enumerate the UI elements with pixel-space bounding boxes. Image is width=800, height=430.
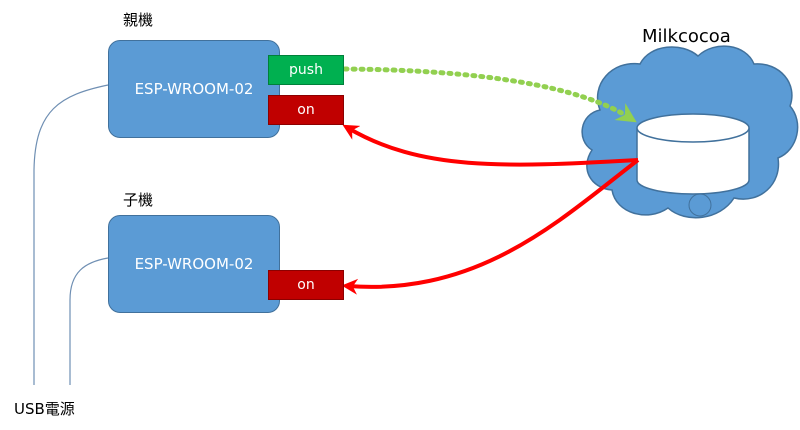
child-on-indicator: on (268, 270, 344, 300)
parent-on-indicator: on (268, 95, 344, 125)
milkcocoa-cloud-icon (581, 45, 799, 219)
child-device-box: ESP-WROOM-02 (108, 215, 280, 313)
usb-cable-parent (33, 84, 109, 385)
usb-power-label: USB電源 (14, 400, 75, 418)
push-arrow (342, 66, 637, 123)
parent-device-label: 親機 (123, 11, 154, 29)
usb-cable-child (69, 257, 109, 385)
parent-device-box: ESP-WROOM-02 (108, 40, 280, 138)
child-device-label: 子機 (123, 191, 154, 209)
notify-arrow-child (341, 158, 640, 295)
child-device-name: ESP-WROOM-02 (134, 255, 254, 273)
milkcocoa-label: Milkcocoa (642, 26, 731, 47)
push-button: push (268, 55, 344, 85)
notify-arrow-parent (342, 124, 639, 167)
parent-device-name: ESP-WROOM-02 (134, 80, 254, 98)
